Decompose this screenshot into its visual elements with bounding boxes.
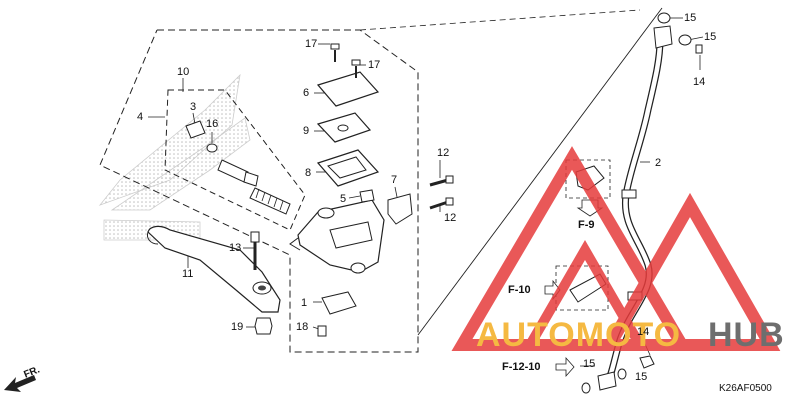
reservoir-cap [316,71,380,107]
cap-screws [330,43,361,78]
assembly-outline [99,29,419,353]
callout-15a: 15 [684,12,697,24]
callout-15c: 15 [583,358,596,370]
callout-11: 11 [182,268,194,280]
callout-17a: 17 [305,38,318,50]
brake-lever [147,225,281,313]
callout-12a: 12 [437,147,450,159]
callout-1: 1 [301,297,308,309]
callout-15b: 15 [704,31,717,43]
callout-8: 8 [305,167,312,179]
callout-18: 18 [296,321,309,333]
callout-14a: 14 [693,76,706,88]
callout-13: 13 [229,242,242,254]
callout-19: 19 [231,321,244,333]
pivot-nut [254,317,273,335]
callout-5: 5 [340,193,347,205]
diaphragm [316,149,380,187]
callout-12b: 12 [444,212,457,224]
watermark-text-secondary: HUB [708,316,785,354]
ref-box-f9 [565,159,611,199]
ref-f9: F-9 [578,219,595,231]
callout-4: 4 [137,111,144,123]
diagram-code: K26AF0500 [719,383,772,394]
background-wing-logo [98,73,251,241]
callout-2: 2 [655,157,662,169]
callout-3: 3 [190,101,197,113]
callout-14b: 14 [637,326,650,338]
callout-16: 16 [206,118,219,130]
front-arrow [4,375,36,392]
piston-kit-parts [185,120,291,215]
ref-arrow-f1210 [555,356,575,378]
callout-15d: 15 [635,371,648,383]
holder-and-bolts [359,175,454,225]
ref-f10: F-10 [508,284,531,296]
watermark-triangles [451,146,781,351]
ref-f1210: F-12-10 [502,361,541,373]
callout-9: 9 [303,125,310,137]
callout-17b: 17 [368,59,381,71]
link-line-lower [417,7,663,336]
diaphragm-plate [316,112,372,143]
callout-6: 6 [303,87,310,99]
brake-switch [317,291,357,337]
link-line-upper [359,9,641,31]
pivot-bolt [250,231,260,270]
watermark-text-primary: AUTOMOTO [476,316,682,354]
callout-7: 7 [391,174,398,186]
master-cylinder-body [289,199,385,274]
callout-10: 10 [177,66,190,78]
